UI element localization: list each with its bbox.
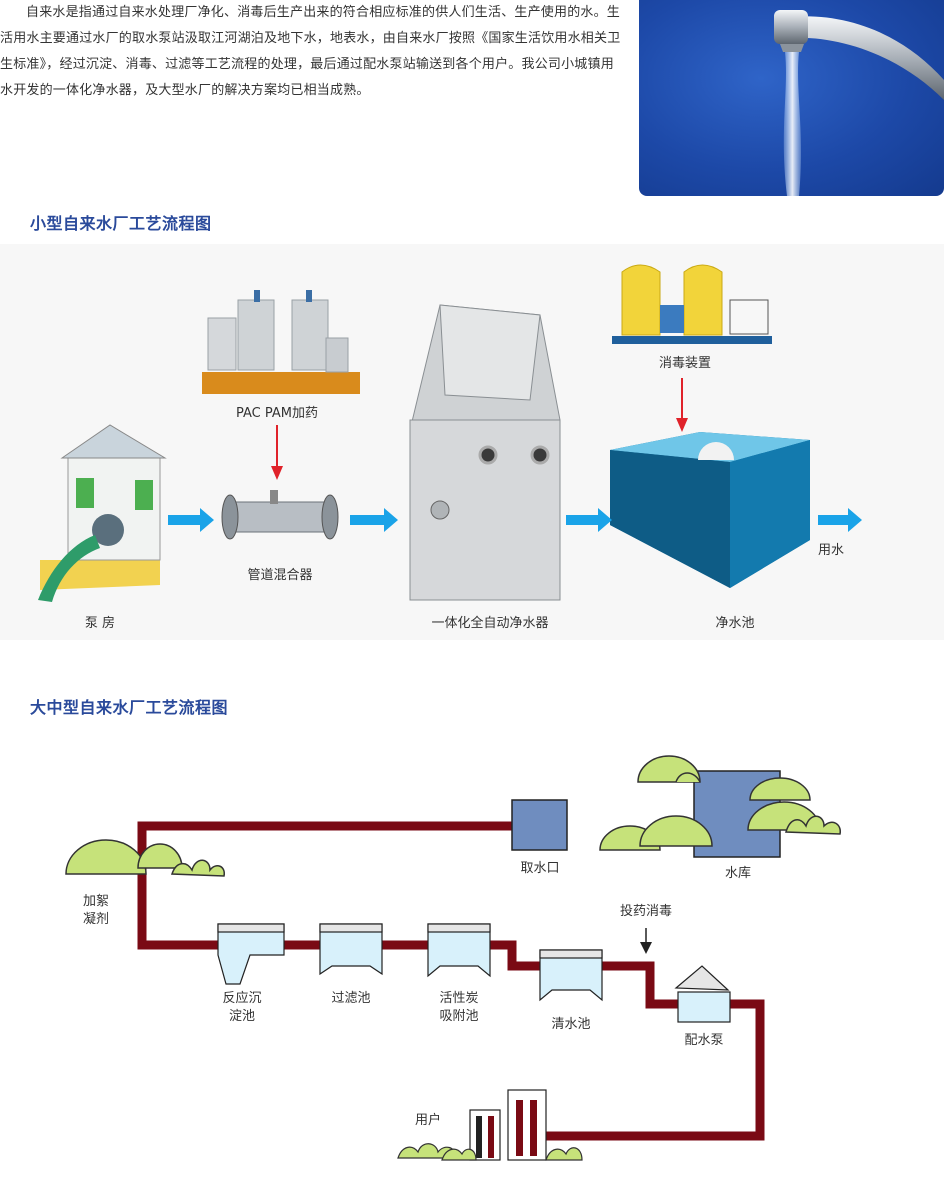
- purifier-label: 一体化全自动净水器: [431, 616, 549, 631]
- intake-box: [511, 799, 568, 851]
- water-use-label: 用水: [817, 543, 844, 558]
- clear-pool-label: 净水池: [715, 616, 755, 631]
- users-label: 用户: [414, 1113, 441, 1128]
- coagulant-trees: [65, 839, 225, 877]
- reservoir-label: 水库: [724, 866, 751, 881]
- pipe-network: [137, 821, 765, 1141]
- carbon-tank-label: 活性炭 吸附池: [439, 991, 479, 1024]
- users-buildings-icon: [469, 1089, 547, 1161]
- pump-house-label: 泵 房: [84, 616, 116, 631]
- reservoir-trees: [599, 755, 841, 851]
- small-plant-title: 小型自来水厂工艺流程图: [30, 214, 212, 233]
- reaction-tank-label: 反应沉 淀池: [222, 991, 262, 1024]
- flow-arrow-2: [350, 508, 398, 532]
- integrated-purifier-image: [409, 304, 561, 601]
- disinfection-label: 消毒装置: [658, 356, 711, 371]
- disinfection-down-arrow: [676, 378, 688, 432]
- dosing-label: PAC PAM加药: [236, 406, 318, 421]
- disinfection-unit-image: [612, 264, 772, 344]
- intro-paragraph: 自来水是指通过自来水处理厂净化、消毒后生产出来的符合相应标准的供人们生活、生产使…: [0, 5, 621, 98]
- filter-tank-label: 过滤池: [331, 991, 371, 1006]
- filter-tank-icon: [319, 923, 383, 976]
- pump-house-image: [38, 424, 167, 602]
- dist-pump-label: 配水泵: [684, 1033, 724, 1048]
- clear-tank-label: 清水池: [551, 1017, 591, 1032]
- dosing-unit-image: [202, 290, 360, 394]
- reaction-tank-icon: [217, 923, 285, 985]
- disinfection-arrow: [640, 928, 652, 954]
- coagulant-label: 加絮 凝剂: [82, 894, 109, 927]
- users-shrubs: [397, 1143, 583, 1161]
- pipe-mixer-label: 管道混合器: [247, 568, 313, 583]
- dosing-down-arrow: [271, 425, 283, 480]
- clear-tank-icon: [539, 949, 603, 1002]
- intake-label: 取水口: [520, 861, 560, 876]
- carbon-tank-icon: [427, 923, 491, 978]
- large-plant-title: 大中型自来水厂工艺流程图: [30, 698, 229, 717]
- disinfect-label: 投药消毒: [619, 904, 672, 919]
- distribution-pump-icon: [674, 965, 731, 1023]
- flow-arrow-4: [818, 508, 862, 532]
- faucet-illustration: [774, 10, 944, 196]
- pipe-mixer-image: [221, 490, 339, 540]
- clear-water-pool-image: [610, 432, 810, 588]
- faucet-photo: [639, 0, 944, 196]
- flow-arrow-1: [168, 508, 214, 532]
- flow-arrow-3: [566, 508, 612, 532]
